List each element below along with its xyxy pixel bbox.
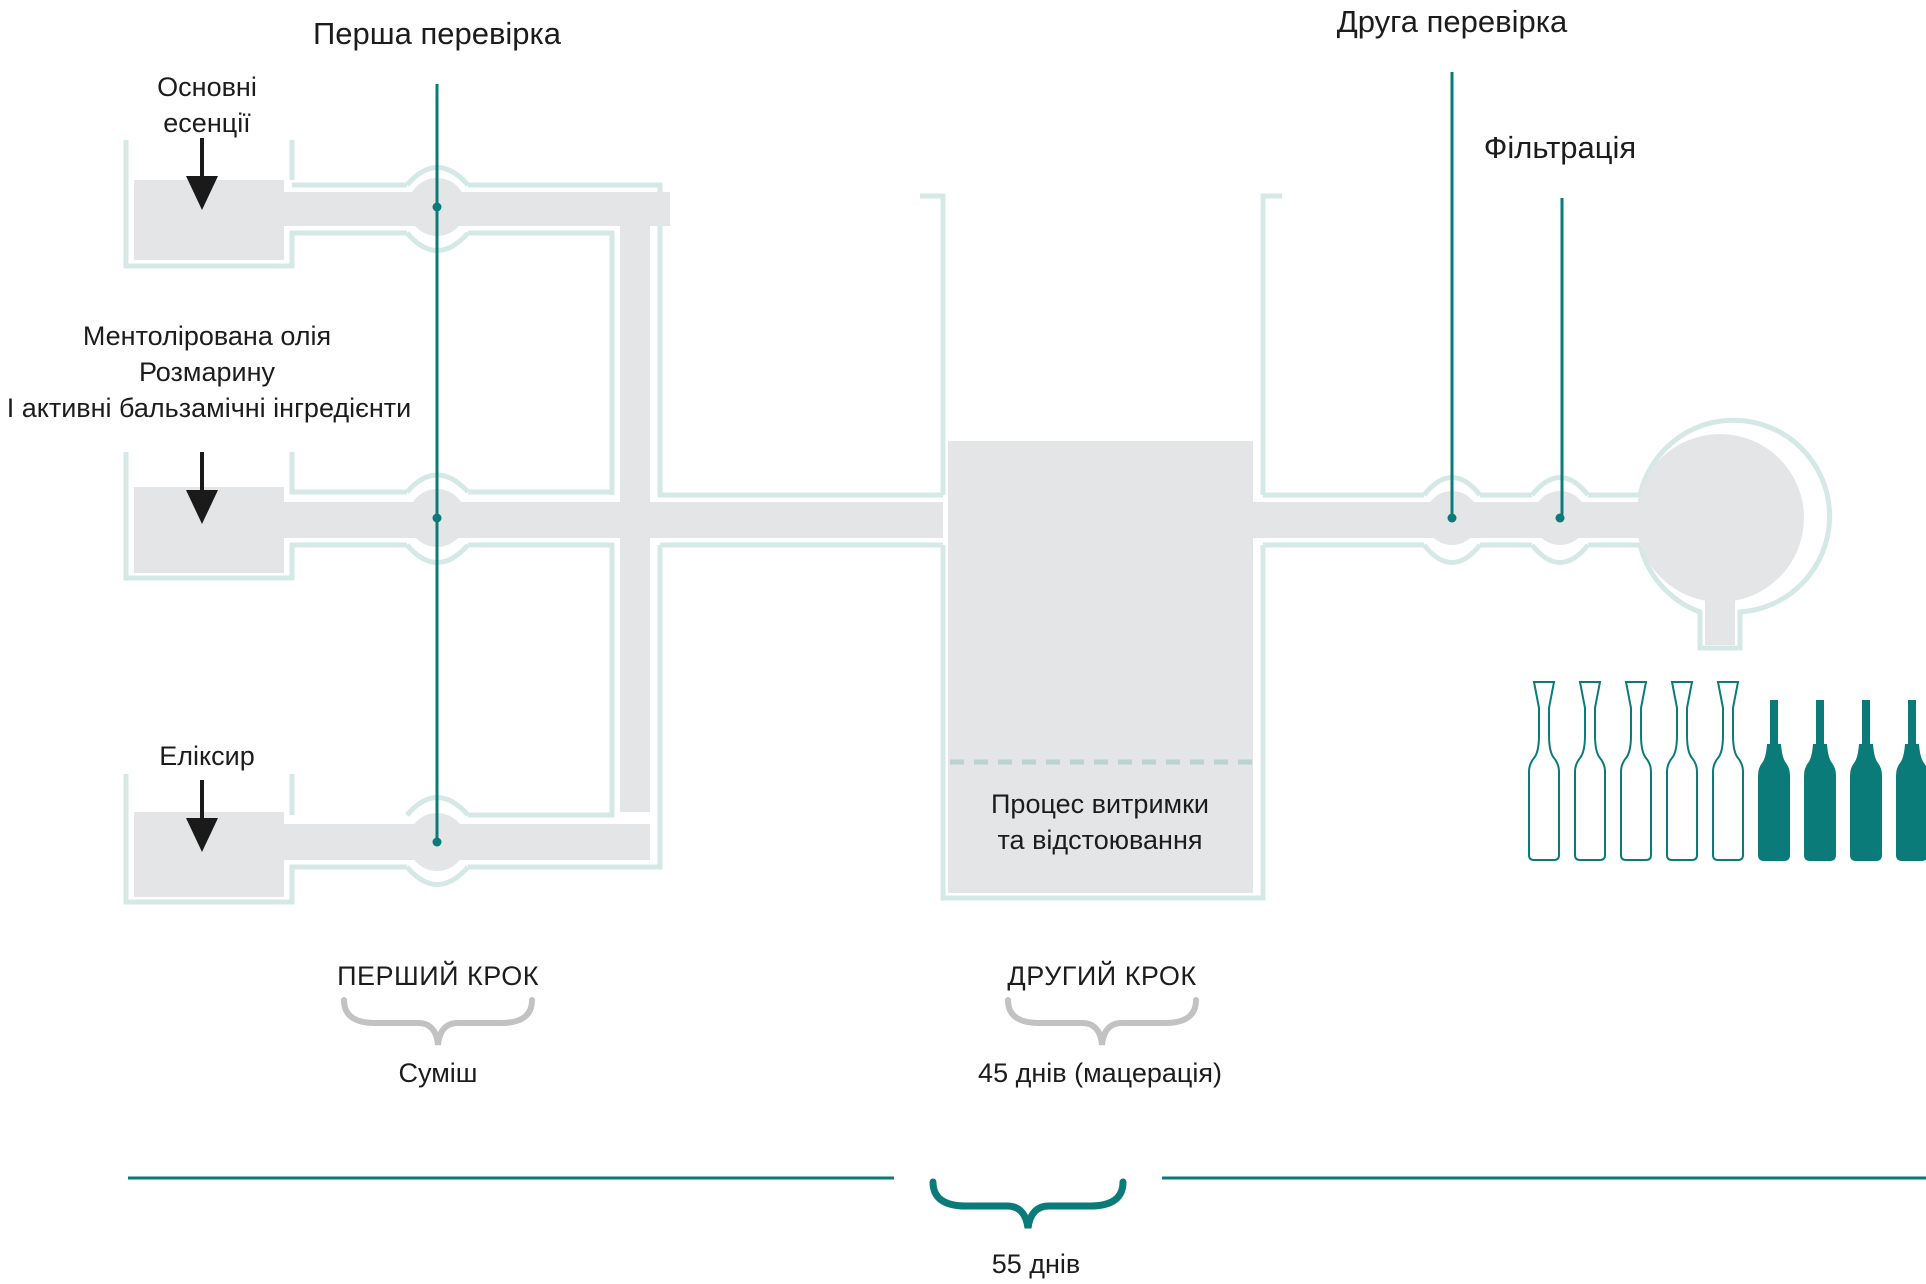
bottle-neck bbox=[1770, 700, 1778, 750]
bottle-body bbox=[1896, 744, 1926, 861]
second-check-label: Друга перевірка bbox=[1337, 4, 1568, 39]
tank-1-outline bbox=[123, 140, 407, 269]
second-step-title: ДРУГИЙ КРОК bbox=[1007, 960, 1196, 991]
bottle-filled-icon bbox=[1896, 700, 1926, 861]
oil-label-line3: І активні бальзамічні інгредієнти bbox=[7, 393, 412, 423]
flask-outline bbox=[1637, 417, 1833, 651]
bottle-neck bbox=[1908, 700, 1916, 750]
indicator-lines bbox=[432, 72, 1565, 847]
tank-3-outline bbox=[123, 774, 407, 905]
total-brace bbox=[929, 1178, 1127, 1229]
bottle-neck bbox=[1862, 700, 1870, 750]
bottle-outline bbox=[1528, 681, 1560, 861]
bottle-body bbox=[1758, 744, 1790, 861]
elixir-label: Еліксир bbox=[159, 741, 254, 771]
bottle-outline bbox=[1574, 681, 1606, 861]
first-check-label: Перша перевірка bbox=[313, 16, 562, 51]
down-arrow-icon bbox=[186, 780, 218, 852]
input-arrows bbox=[186, 138, 218, 852]
bottle-filled-icon bbox=[1804, 700, 1836, 861]
flask-fill bbox=[1636, 434, 1804, 602]
bottle-outline bbox=[1620, 681, 1652, 861]
bottle-empty-icon bbox=[1712, 681, 1744, 861]
bottle-empty-icon bbox=[1574, 681, 1606, 861]
bottle-empty-icon bbox=[1528, 681, 1560, 861]
oil-label-line1: Ментолірована олія bbox=[83, 321, 331, 351]
oil-label-line2: Розмарину bbox=[139, 357, 276, 387]
aging-tank-outline bbox=[920, 193, 946, 495]
first-step-title: ПЕРШИЙ КРОК bbox=[337, 960, 539, 991]
process-label-line2: та відстоювання bbox=[997, 825, 1202, 855]
bottle-empty-icon bbox=[1666, 681, 1698, 861]
bottle-row bbox=[1528, 681, 1926, 861]
process-label-line1: Процес витримки bbox=[991, 789, 1209, 819]
essences-label-line2: есенції bbox=[163, 108, 251, 138]
down-arrow-icon bbox=[186, 452, 218, 524]
second-step-brace bbox=[1005, 997, 1199, 1046]
first-step-brace bbox=[341, 997, 535, 1046]
bottle-neck bbox=[1816, 700, 1824, 750]
bottle-filled-icon bbox=[1758, 700, 1790, 861]
total-duration-label: 55 днів bbox=[992, 1249, 1081, 1279]
bottle-body bbox=[1850, 744, 1882, 861]
essences-label-line1: Основні bbox=[157, 72, 257, 102]
bottle-empty-icon bbox=[1620, 681, 1652, 861]
aging-tank-fill bbox=[948, 441, 1253, 893]
first-step-subtitle: Суміш bbox=[399, 1058, 478, 1088]
bottle-outline bbox=[1666, 681, 1698, 861]
bottle-outline bbox=[1712, 681, 1744, 861]
pipe-network-fill bbox=[134, 178, 1804, 897]
tank-2-outline bbox=[123, 452, 407, 581]
filtration-label: Фільтрація bbox=[1484, 130, 1636, 165]
second-step-subtitle: 45 днів (мацерація) bbox=[978, 1058, 1222, 1088]
down-arrow-icon bbox=[186, 138, 218, 210]
bottle-filled-icon bbox=[1850, 700, 1882, 861]
bottle-body bbox=[1804, 744, 1836, 861]
